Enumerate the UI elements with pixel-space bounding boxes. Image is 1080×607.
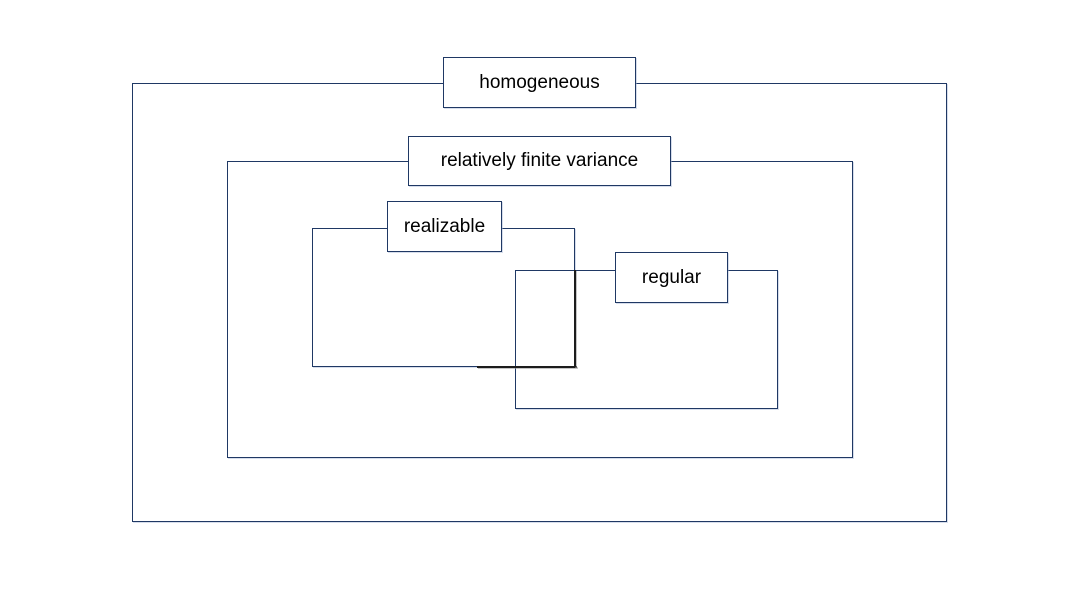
homogeneous-label-box: homogeneous xyxy=(443,57,636,108)
regular-label-box: regular xyxy=(615,252,728,303)
regular-label: regular xyxy=(641,266,702,288)
realizable-label: realizable xyxy=(403,215,486,237)
realizable-overlap-right-edge xyxy=(573,270,576,367)
realizable-overlap-bottom-edge xyxy=(477,365,577,368)
relatively-finite-variance-label: relatively finite variance xyxy=(440,150,639,171)
relatively-finite-variance-label-box: relatively finite variance xyxy=(408,136,671,186)
realizable-label-box: realizable xyxy=(387,201,502,252)
homogeneous-label: homogeneous xyxy=(479,71,600,93)
